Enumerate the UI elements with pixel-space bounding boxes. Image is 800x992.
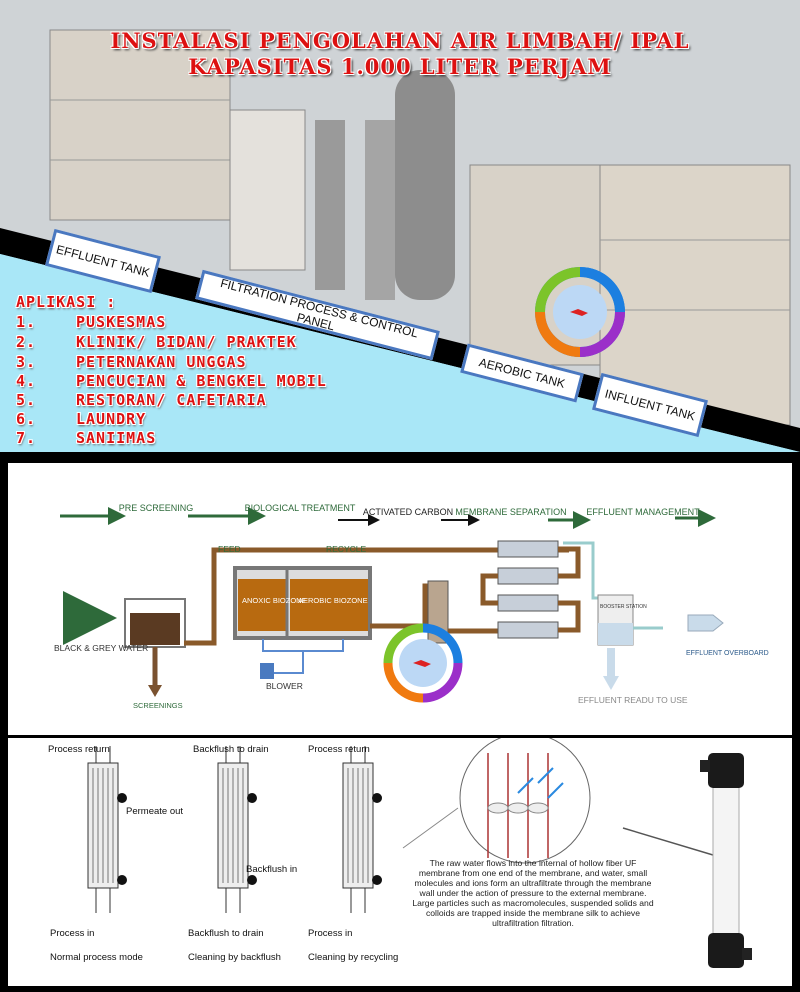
booster-label: BOOSTER STATION — [600, 604, 647, 610]
mode-normal-caption: Normal process mode — [50, 952, 143, 963]
effluent-overboard-label: EFFLUENT OVERBOARD — [686, 650, 769, 657]
step-activated-carbon: ACTIVATED CARBON — [363, 507, 453, 517]
process-flow-diagram: PRE SCREENING BIOLOGICAL TREATMENT ACTIV… — [8, 463, 792, 735]
permeate-out-label: Permeate out — [126, 806, 183, 817]
aplikasi-item: 4.PENCUCIAN & BENGKEL MOBIL — [16, 372, 327, 390]
logo-water-cycle-icon — [535, 267, 625, 357]
backflush-in-label: Backflush in — [246, 864, 297, 875]
hero-section: INSTALASI PENGOLAHAN AIR LIMBAH/ IPAL KA… — [0, 0, 800, 452]
aplikasi-item: 3.PETERNAKAN UNGGAS — [16, 353, 247, 371]
mode2-backflush-drain-bottom: Backflush to drain — [188, 928, 264, 939]
logo-water-cycle-icon — [383, 623, 463, 703]
mode-recycling-caption: Cleaning by recycling — [308, 952, 398, 963]
membrane-modes-panel: Process return Permeate out Process in N… — [8, 732, 792, 986]
step-pre-screening: PRE SCREENING — [119, 503, 194, 513]
blower-label: BLOWER — [266, 681, 303, 691]
black-grey-water-label: BLACK & GREY WATER — [54, 643, 148, 653]
screenings-label: SCREENINGS — [133, 701, 183, 710]
title-line-2: KAPASITAS 1.000 LITER PERJAM — [188, 54, 612, 79]
step-effluent-management: EFFLUENT MANAGEMENT — [586, 507, 700, 517]
step-biological-treatment: BIOLOGICAL TREATMENT — [245, 503, 356, 513]
effluent-ready-label: EFFLUENT READU TO USE — [578, 695, 688, 705]
mode2-backflush-drain-top: Backflush to drain — [193, 744, 269, 755]
aplikasi-item: 7.SANIIMAS — [16, 429, 157, 447]
aplikasi-item: 6.LAUNDRY — [16, 410, 147, 428]
aplikasi-item: 2.KLINIK/ BIDAN/ PRAKTEK — [16, 333, 297, 351]
mode-backflush-caption: Cleaning by backflush — [188, 952, 281, 963]
recycle-label: RECYCLE — [326, 544, 366, 554]
uf-membrane-cylinder — [700, 753, 752, 968]
aplikasi-heading: APLIKASI : — [16, 293, 117, 311]
mode1-process-in: Process in — [50, 928, 94, 939]
step-membrane-separation: MEMBRANE SEPARATION — [455, 507, 566, 517]
aplikasi-item: 1.PUSKESMAS — [16, 313, 167, 331]
process-step-arrows — [60, 507, 716, 529]
hollow-fiber-diagram — [459, 732, 591, 864]
aerobic-label: AEROBIC BIOZONE — [298, 596, 368, 605]
membrane-description: The raw water flows into the internal of… — [412, 858, 654, 928]
aplikasi-item: 5.RESTORAN/ CAFETARIA — [16, 391, 267, 409]
feed-label: FEED — [218, 544, 241, 554]
mode3-process-in: Process in — [308, 928, 352, 939]
mode1-process-return: Process return — [48, 744, 110, 755]
title-line-1: INSTALASI PENGOLAHAN AIR LIMBAH/ IPAL — [110, 28, 690, 53]
anoxic-label: ANOXIC BIOZONE — [242, 596, 307, 605]
mode3-process-return: Process return — [308, 744, 370, 755]
